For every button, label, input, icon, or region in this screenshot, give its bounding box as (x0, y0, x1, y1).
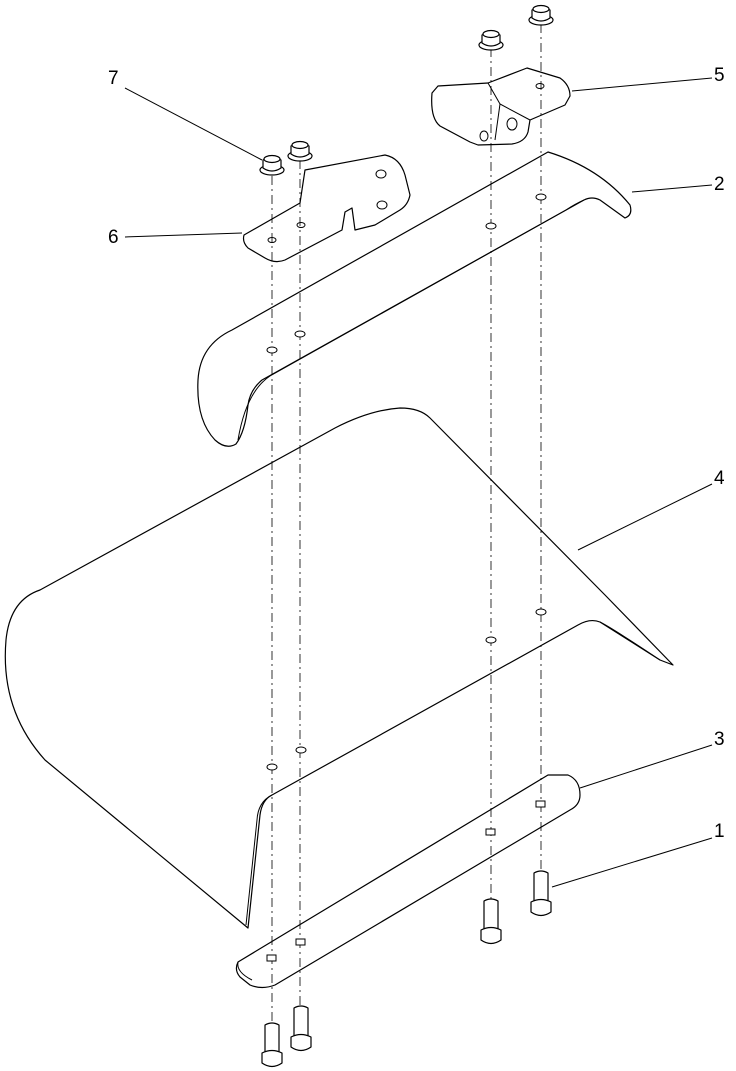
part-3-lower-bar (235, 774, 581, 989)
callout-3: 3 (714, 729, 725, 750)
part-6-left-plate (242, 154, 411, 263)
leader-lines (124, 77, 713, 888)
part-4-deflector (4, 407, 674, 929)
leader-7 (124, 87, 263, 161)
nut (528, 4, 554, 26)
callout-6: 6 (108, 227, 119, 248)
part-7-nuts (259, 4, 554, 176)
callout-1: 1 (714, 821, 725, 842)
bolt (480, 898, 502, 945)
callout-2: 2 (714, 174, 725, 195)
bolt (530, 870, 552, 917)
leader-2 (631, 184, 713, 193)
leader-1 (551, 837, 713, 888)
nut (287, 140, 313, 162)
bolt (261, 1022, 283, 1068)
nut (478, 29, 504, 51)
leader-5 (571, 77, 713, 92)
part-1-bolts (261, 870, 552, 1068)
part-2-upper-bracket (197, 151, 632, 447)
leader-6 (124, 232, 243, 238)
alignment-holes (266, 193, 547, 962)
bolt (290, 1005, 312, 1052)
assembly-axes (271, 24, 542, 1025)
leader-4 (577, 483, 713, 551)
callout-7: 7 (108, 68, 119, 89)
callout-4: 4 (714, 468, 725, 489)
leader-3 (579, 744, 713, 789)
part-5-right-bracket (431, 67, 571, 146)
callout-5: 5 (714, 65, 725, 86)
nut (259, 154, 285, 176)
